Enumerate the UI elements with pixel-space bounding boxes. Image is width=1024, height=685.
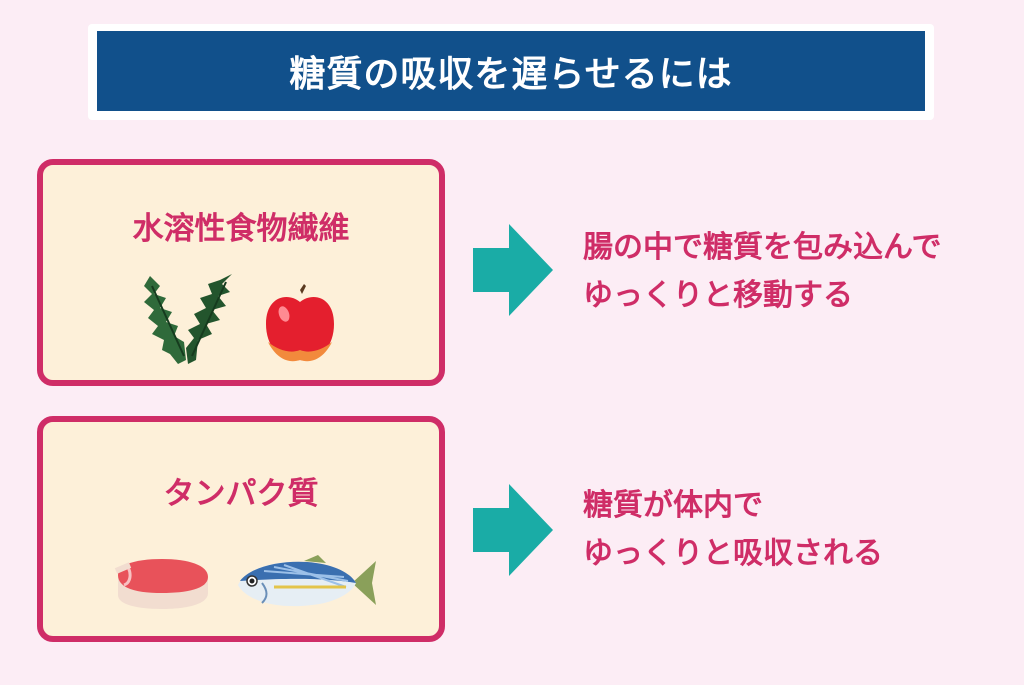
soluble-fiber-description: 腸の中で糖質を包み込んで ゆっくりと移動する (583, 224, 942, 320)
description-line: 腸の中で糖質を包み込んで (583, 230, 942, 265)
page-title: 糖質の吸収を遅らせるには (97, 31, 925, 111)
apple-icon (266, 284, 334, 362)
soluble-fiber-card: 水溶性食物繊維 (37, 159, 445, 386)
description-line: ゆっくりと吸収される (583, 536, 883, 571)
description-line: 糖質が体内で (583, 488, 763, 523)
protein-card: タンパク質 (37, 416, 445, 642)
arrow-right-icon (473, 484, 553, 576)
protein-description: 糖質が体内で ゆっくりと吸収される (583, 482, 883, 578)
card-heading-protein: タンパク質 (163, 476, 319, 512)
arrow-right-icon (473, 224, 553, 316)
meat-icon (114, 559, 208, 609)
card-heading-soluble-fiber: 水溶性食物繊維 (132, 211, 350, 247)
description-line: ゆっくりと移動する (583, 278, 853, 313)
seaweed-icon (144, 274, 232, 364)
fish-icon (238, 555, 376, 607)
